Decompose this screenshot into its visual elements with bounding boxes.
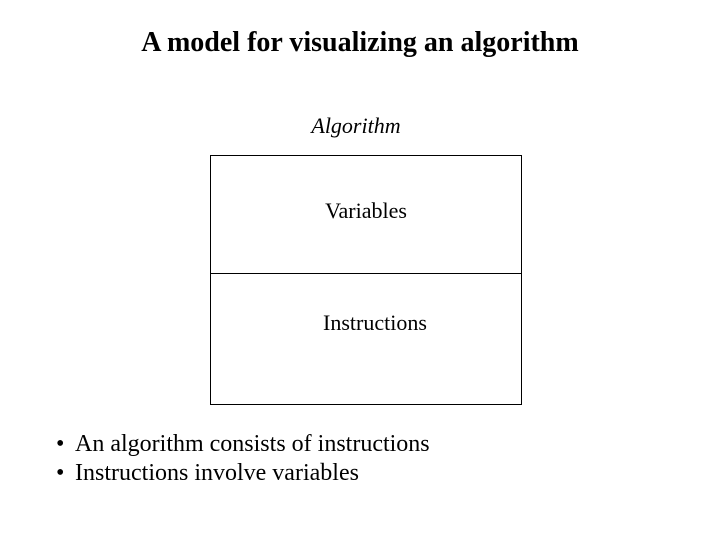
list-item: • Instructions involve variables [56, 459, 676, 488]
box-cell-variables-label: Variables [325, 198, 407, 223]
bullet-list: • An algorithm consists of instructions … [56, 430, 676, 488]
box-cell-instructions-label: Instructions [323, 310, 427, 335]
box-cell-instructions: Instructions [211, 274, 521, 404]
list-item: • An algorithm consists of instructions [56, 430, 676, 459]
diagram-caption: Algorithm [311, 113, 401, 138]
bullet-icon: • [56, 431, 65, 457]
list-item-text: An algorithm consists of instructions [75, 431, 430, 457]
list-item-text: Instructions involve variables [75, 460, 359, 486]
box-cell-variables: Variables [211, 156, 521, 274]
page-title: A model for visualizing an algorithm [141, 27, 579, 58]
bullet-icon: • [56, 460, 65, 486]
algorithm-box: Variables Instructions [210, 155, 522, 405]
